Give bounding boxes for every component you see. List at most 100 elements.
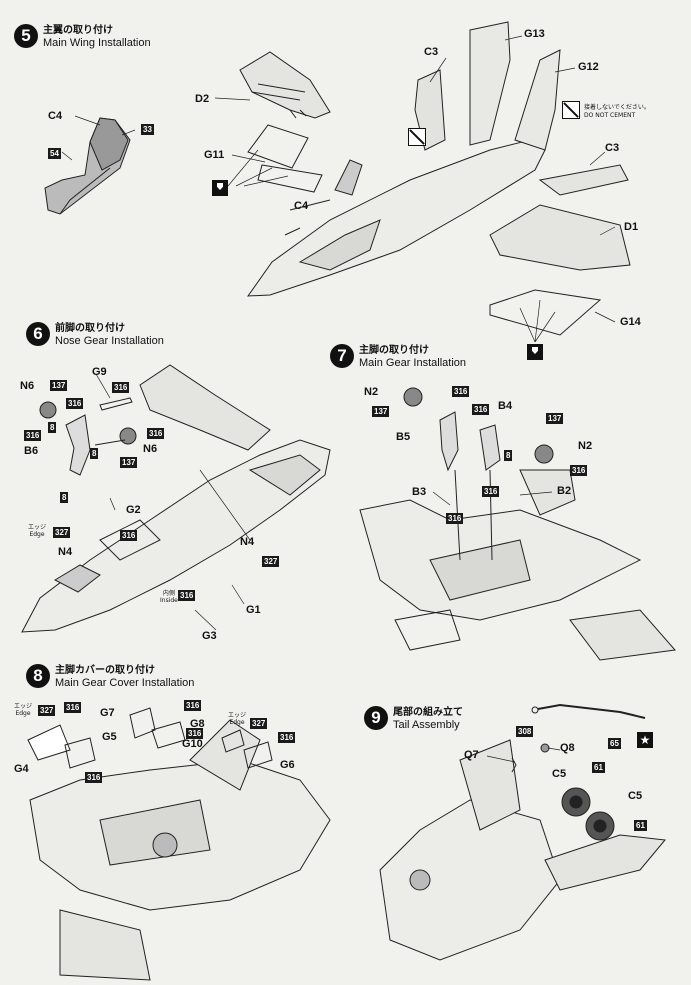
step-title-en: Main Gear Installation: [359, 357, 466, 369]
step-title-jp: 主脚カバーの取り付け: [55, 665, 155, 676]
part-number: 137: [372, 406, 390, 417]
no-cement-icon: [562, 101, 580, 119]
part-number: 61: [634, 820, 647, 831]
part-number: 316: [482, 486, 500, 497]
part-label: B2: [557, 485, 572, 497]
part-label: G14: [620, 316, 641, 328]
part-number: 137: [120, 457, 138, 468]
part-number: 8: [60, 492, 69, 503]
step-number: 5: [14, 24, 38, 48]
part-label: C4: [48, 110, 63, 122]
edge-en: Edge: [229, 719, 245, 726]
part-label: G10: [182, 738, 203, 750]
cement-icon: [527, 344, 543, 360]
part-number: 316: [570, 465, 588, 476]
part-label: G2: [126, 504, 141, 516]
part-label: N6: [143, 443, 158, 455]
part-label: G7: [100, 707, 115, 719]
part-number: 65: [608, 738, 621, 749]
part-number: 316: [112, 382, 130, 393]
step-title-en: Nose Gear Installation: [55, 335, 164, 347]
fuselage-top-drawing: [247, 21, 631, 336]
part-number: 316: [147, 428, 165, 439]
edge-en: Edge: [29, 531, 45, 538]
part-label: C4: [294, 200, 309, 212]
edge-jp: エッジ: [14, 703, 33, 710]
part-label: G9: [92, 366, 107, 378]
part-number: 316: [186, 728, 204, 739]
part-number: 33: [141, 124, 154, 135]
part-number: 316: [446, 513, 464, 524]
part-number: 8: [90, 448, 99, 459]
part-label: G3: [202, 630, 217, 642]
part-label: N6: [20, 380, 35, 392]
part-number: 8: [48, 422, 57, 433]
part-label: C3: [605, 142, 620, 154]
part-number: 61: [592, 762, 605, 773]
part-label: N2: [578, 440, 593, 452]
step-title-en: Main Wing Installation: [43, 37, 151, 49]
part-number: 316: [64, 702, 82, 713]
part-number: 8: [504, 450, 513, 461]
step-number: 8: [26, 664, 50, 688]
main-gear-airframe-drawing: [359, 469, 676, 661]
part-label: N4: [58, 546, 73, 558]
step-number: 9: [364, 706, 388, 730]
part-label: C5: [552, 768, 567, 780]
ejection-seat-drawing: [44, 117, 131, 215]
cement-icon: [212, 180, 228, 196]
part-label: G1: [246, 604, 261, 616]
part-number: 316: [120, 530, 138, 541]
part-number: 137: [50, 380, 68, 391]
edge-jp: エッジ: [28, 524, 47, 531]
tail-assembly-drawing: [379, 703, 666, 961]
step-6-header: 6 前脚の取り付け Nose Gear Installation: [26, 322, 164, 348]
part-label: G8: [190, 718, 205, 730]
part-number: 316: [278, 732, 296, 743]
part-number: 316: [452, 386, 470, 397]
step-title-jp: 尾部の組み立て: [393, 707, 463, 718]
step-title-jp: 主脚の取り付け: [359, 345, 429, 356]
step5-leaders: [61, 35, 616, 343]
part-label: Q7: [464, 749, 479, 761]
step-number: 6: [26, 322, 50, 346]
step9-leaders: [486, 747, 561, 763]
part-number: 316: [178, 590, 196, 601]
left-wing-drawing: [239, 51, 331, 193]
star-icon: ★: [637, 732, 653, 748]
step-number: 7: [330, 344, 354, 368]
part-label: G5: [102, 731, 117, 743]
part-number: 316: [24, 430, 42, 441]
part-number: 327: [262, 556, 280, 567]
part-label: C3: [424, 46, 439, 58]
part-label: B6: [24, 445, 39, 457]
part-number: 316: [66, 398, 84, 409]
no-cement-note-jp: 接着しないでください。: [584, 104, 650, 111]
part-label: G13: [524, 28, 545, 40]
part-label: D1: [624, 221, 639, 233]
part-label: N2: [364, 386, 379, 398]
part-label: N4: [240, 536, 255, 548]
part-number: 137: [546, 413, 564, 424]
part-number: 327: [53, 527, 71, 538]
step-title-jp: 前脚の取り付け: [55, 323, 125, 334]
part-number: 327: [38, 705, 56, 716]
part-number: 316: [184, 700, 202, 711]
step7-leaders: [432, 491, 553, 506]
part-label: G6: [280, 759, 295, 771]
edge-jp: エッジ: [228, 712, 247, 719]
step-7-header: 7 主脚の取り付け Main Gear Installation: [330, 344, 466, 370]
nose-fuselage-drawing: [21, 364, 331, 633]
step-8-header: 8 主脚カバーの取り付け Main Gear Cover Installatio…: [26, 664, 194, 690]
nose-gear-drawing: [39, 397, 137, 476]
part-number: 316: [85, 772, 103, 783]
part-number: 316: [472, 404, 490, 415]
step-9-header: 9 尾部の組み立て Tail Assembly: [364, 706, 463, 732]
step6-leaders: [95, 373, 251, 631]
part-number: 327: [250, 718, 268, 729]
